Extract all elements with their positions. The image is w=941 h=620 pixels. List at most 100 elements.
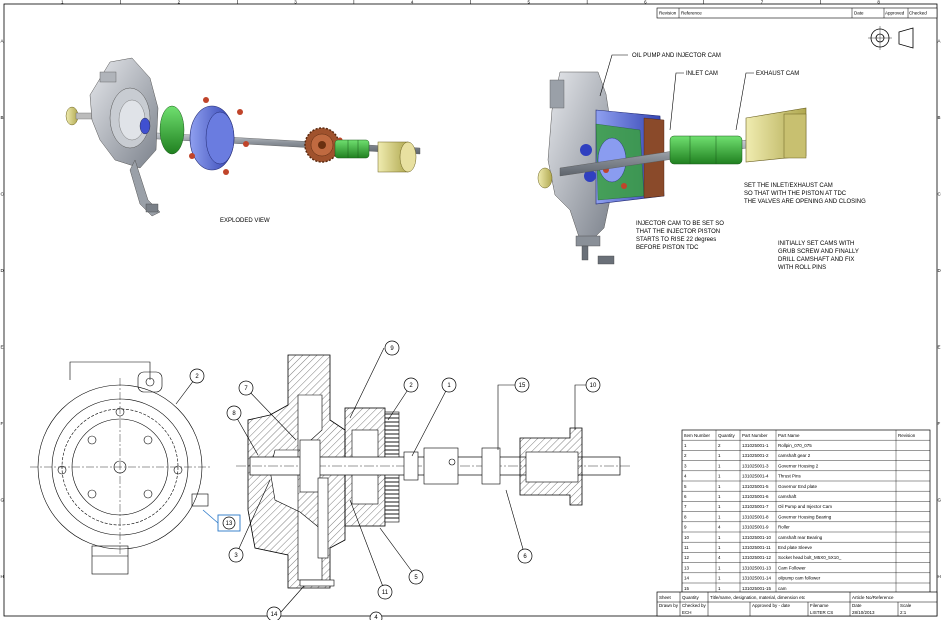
camshaft-gear-icon — [304, 127, 343, 163]
bom-cell: 131025001-5 — [742, 484, 769, 489]
grub-screw-note: INITIALLY SET CAMS WITH GRUB SCREW AND F… — [778, 241, 860, 271]
bom-header-cell: Part Number — [742, 433, 768, 438]
balloon-2b: 2 — [403, 377, 419, 393]
inlet-cam-label: INLET CAM — [686, 71, 718, 77]
tb-filename-label: Filename — [810, 603, 829, 608]
balloon-6: 6 — [517, 548, 533, 564]
zone-col-1: 1 — [61, 0, 64, 5]
balloon-10: 10 — [585, 377, 601, 393]
zone-row-right-H: H — [938, 574, 941, 579]
bom-cell: 131025001-1 — [742, 443, 769, 448]
bom-cell: Roller — [778, 525, 790, 530]
bom-cell: 2 — [718, 443, 721, 448]
bom-cell: End plate Sleeve — [778, 545, 813, 550]
svg-text:2: 2 — [195, 374, 199, 380]
svg-text:9: 9 — [390, 346, 394, 352]
revision-block: Revision Reference Date Approved Checked — [656, 7, 938, 19]
bom-cell: 1 — [718, 565, 721, 570]
tb-date-label: Date — [852, 603, 862, 608]
tb-quantity-label: Quantity — [682, 595, 700, 600]
bom-cell: 7 — [684, 504, 687, 509]
tb-title-label: Title/name, designation, material, dimen… — [710, 595, 806, 600]
zone-col-7: 7 — [761, 0, 764, 5]
zone-row-left-B: B — [1, 115, 4, 120]
bom-cell: 5 — [684, 484, 687, 489]
svg-text:3: 3 — [234, 553, 238, 559]
tb-drawn-label: Drawn by — [659, 603, 679, 608]
zone-col-5: 5 — [528, 0, 531, 5]
tb-scale-value: 2:1 — [900, 610, 907, 615]
tb-filename-value: LISTER CS — [810, 610, 833, 615]
bom-cell: 1 — [718, 586, 721, 591]
bom-cell: 131025001-2 — [742, 453, 769, 458]
balloon-8: 8 — [226, 405, 242, 421]
zone-row-right-B: B — [938, 115, 941, 120]
bom-cell: Thrust Pins — [778, 474, 802, 479]
tb-sheet-label: Sheet — [659, 595, 672, 600]
zone-row-left-A: A — [1, 38, 4, 43]
bom-header-cell: Quantity — [718, 433, 736, 438]
bom-cell: Oil Pump and Injector Cam — [778, 504, 832, 509]
zone-row-right-C: C — [938, 191, 941, 196]
bom-cell: 13 — [684, 565, 690, 570]
exploded-view-label: EXPLODED VIEW — [220, 218, 270, 224]
svg-text:1: 1 — [447, 383, 451, 389]
bom-cell: camshaft — [778, 494, 797, 499]
tb-checked-label: Checked by — [682, 603, 707, 608]
bom-cell: 131025001-11 — [742, 545, 771, 550]
bom-cell: Socket head bolt_M5X0_5X10_ — [778, 555, 842, 560]
balloon-11: 11 — [377, 584, 393, 600]
bom-cell: 131025001-3 — [742, 463, 769, 468]
svg-text:11: 11 — [382, 590, 389, 596]
bom-cell: 4 — [718, 555, 721, 560]
tb-date-value: 28/10/2013 — [852, 610, 875, 615]
bom-cell: 1 — [718, 504, 721, 509]
bom-cell: 131025001-9 — [742, 525, 769, 530]
balloon-13[interactable]: 13 — [217, 514, 241, 532]
balloon-4: 4 — [369, 611, 383, 620]
bom-cell: 4 — [684, 474, 687, 479]
side-section-view — [236, 354, 632, 589]
projection-symbol-icon — [868, 26, 914, 50]
bom-cell: 1 — [718, 545, 721, 550]
svg-text:6: 6 — [523, 554, 527, 560]
bom-cell: 1 — [684, 443, 687, 448]
assembled-view-3d: OIL PUMP AND INJECTOR CAM INLET CAM EXHA… — [537, 53, 866, 271]
bom-cell: 1 — [718, 514, 721, 519]
svg-text:7: 7 — [244, 386, 248, 392]
tb-scale-label: Scale — [900, 603, 912, 608]
bom-cell: 8 — [684, 514, 687, 519]
bom-cell: 131025001-10 — [742, 535, 772, 540]
svg-text:15: 15 — [519, 383, 526, 389]
bom-cell: 11 — [684, 545, 689, 550]
zone-col-6: 6 — [644, 0, 647, 5]
zone-col-4: 4 — [411, 0, 414, 5]
zone-row-left-D: D — [1, 268, 5, 273]
bom-cell: 1 — [718, 453, 721, 458]
svg-text:10: 10 — [590, 383, 597, 389]
zone-row-left-F: F — [1, 421, 4, 426]
zone-row-right-E: E — [938, 344, 941, 349]
bom-cell: 9 — [684, 525, 687, 530]
part-callouts: 2 7 8 3 9 2 1 15 10 6 5 11 4 14 13 — [175, 340, 601, 620]
zone-row-left-H: H — [1, 574, 4, 579]
oil-pump-cam-label: OIL PUMP AND INJECTOR CAM — [632, 53, 721, 59]
balloon-1: 1 — [441, 377, 457, 393]
balloon-2: 2 — [189, 368, 205, 384]
bom-cell: 131025001-15 — [742, 586, 772, 591]
bom-cell: 12 — [684, 555, 690, 560]
balloon-14: 14 — [266, 606, 282, 620]
zone-col-3: 3 — [294, 0, 297, 5]
bom-cell: 131025001-13 — [742, 565, 772, 570]
bom-cell: camshaft rear Bearing — [778, 535, 823, 540]
title-block: Sheet Quantity Title/name, designation, … — [656, 591, 938, 617]
bom-cell: 3 — [684, 463, 687, 468]
zone-row-left-C: C — [1, 191, 5, 196]
bom-cell: 131025001-7 — [742, 504, 769, 509]
bom-cell: 14 — [684, 576, 690, 581]
balloon-3: 3 — [228, 547, 244, 563]
bom-cell: Governor End plate — [778, 484, 818, 489]
